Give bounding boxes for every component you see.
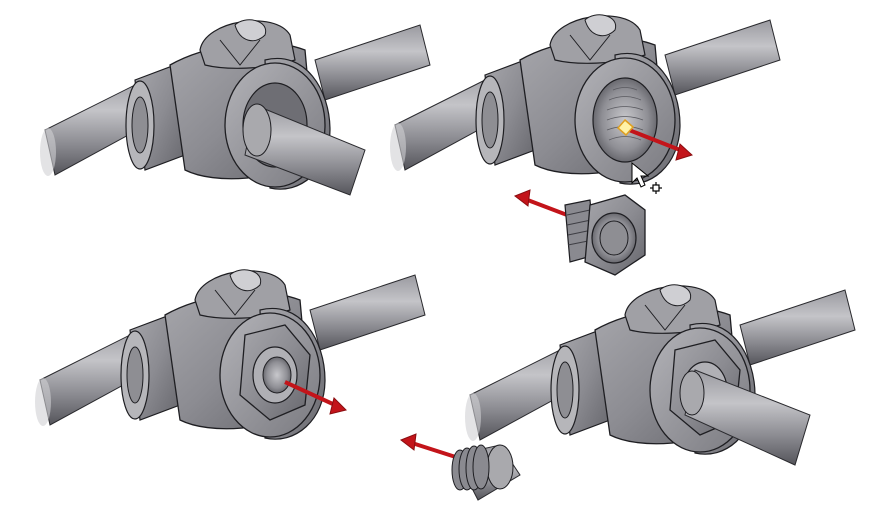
- bushing-part: [513, 189, 646, 276]
- threaded-plug-part: [399, 433, 521, 501]
- panel-4-final-assembly: [464, 284, 856, 466]
- move-crosshair-icon: [650, 182, 662, 194]
- panel-1-tee-assembled: [39, 19, 431, 196]
- panel-3-tee-with-bushing: [34, 269, 426, 440]
- panel-2-tee-with-hole: [389, 14, 781, 185]
- insert-axis-arrow-1: [616, 118, 693, 161]
- insert-point-icon: [616, 118, 635, 137]
- insert-axis-arrow-2: [284, 380, 347, 415]
- mouse-cursor-icon: [631, 161, 650, 188]
